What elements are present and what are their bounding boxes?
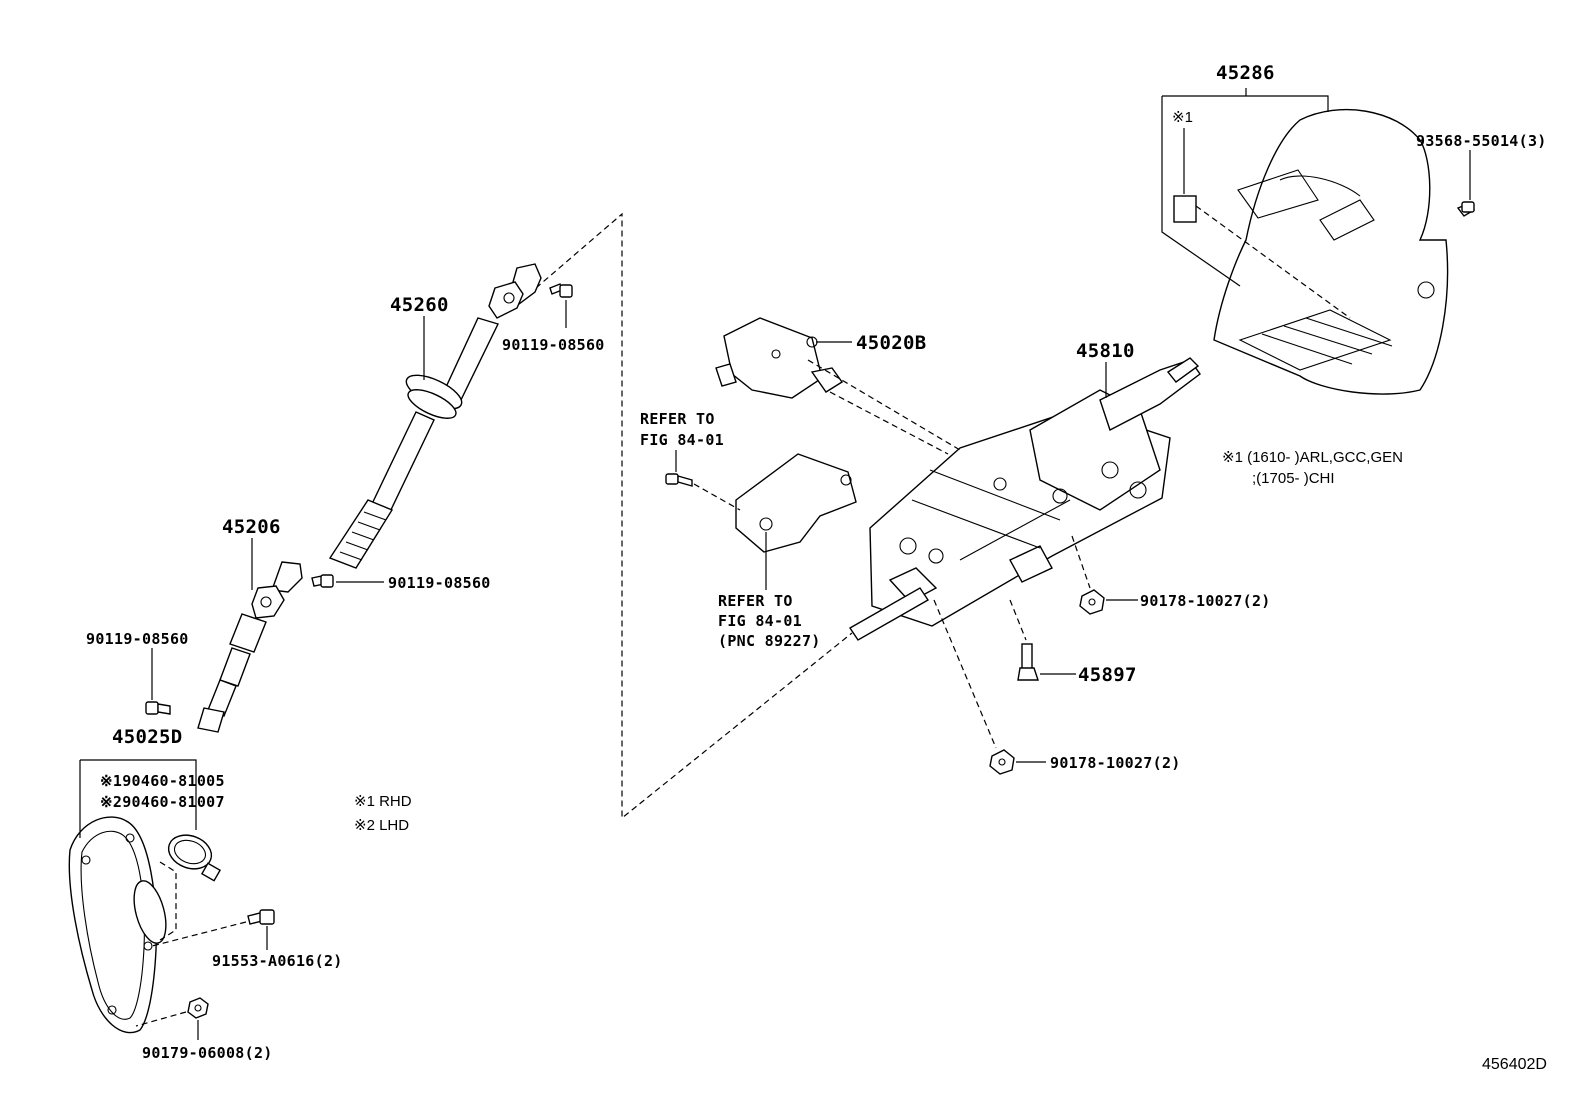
note-lhd: ※2 LHD <box>354 817 410 834</box>
note-rhd: ※1 RHD <box>354 793 412 810</box>
bolt-45897 <box>1017 643 1039 681</box>
lower-shaft-45206 <box>197 561 303 733</box>
part-number-45020b: 45020B <box>856 332 927 354</box>
part-number-45260: 45260 <box>390 294 449 316</box>
part-number-90460-81005: ※190460-81005 <box>100 772 225 790</box>
dust-cover-45025d <box>68 816 167 1034</box>
refer-fig-2-line3: (PNC 89227) <box>718 632 821 650</box>
part-number-45025d: 45025D <box>112 726 183 748</box>
bolt-90119-upper <box>549 283 573 298</box>
part-number-90178-lower: 90178-10027(2) <box>1050 754 1181 772</box>
screw-93568 <box>1456 201 1476 217</box>
refer-fig-1-line2: FIG 84-01 <box>640 431 724 449</box>
refer-fig-2-line1: REFER TO <box>718 592 793 610</box>
switch-45020b <box>715 317 844 399</box>
part-number-90119-middle: 90119-08560 <box>388 574 491 592</box>
nut-90178-lower <box>989 749 1015 775</box>
note-mark-1: ※1 <box>1172 109 1193 126</box>
label-plate <box>1173 195 1197 223</box>
intermediate-shaft-45260 <box>328 263 542 569</box>
part-number-90460-81007: ※290460-81007 <box>100 793 225 811</box>
clamp-ring <box>167 834 222 882</box>
nut-90178-upper <box>1079 589 1105 615</box>
part-number-93568: 93568-55014(3) <box>1416 132 1547 150</box>
shaft-dashed-frame <box>535 212 853 820</box>
part-number-45810: 45810 <box>1076 340 1135 362</box>
date-note-line2: ;(1705- )CHI <box>1252 470 1335 487</box>
bolt-90119-middle <box>311 574 334 588</box>
bracket-refer-fig <box>735 453 857 553</box>
refer-fig-2-line2: FIG 84-01 <box>718 612 802 630</box>
screw-refer-fig <box>665 473 693 487</box>
column-cover-45286 <box>1213 108 1449 395</box>
bolt-91553 <box>247 909 275 925</box>
date-note-line1: ※1 (1610- )ARL,GCC,GEN <box>1222 449 1403 466</box>
refer-fig-1-line1: REFER TO <box>640 410 715 428</box>
bolt-90119-left <box>145 701 171 715</box>
steering-column-45810 <box>849 357 1201 641</box>
part-number-90119-left: 90119-08560 <box>86 630 189 648</box>
part-number-45286: 45286 <box>1216 62 1275 84</box>
part-number-45206: 45206 <box>222 516 281 538</box>
part-number-45897: 45897 <box>1078 664 1137 686</box>
part-number-91553: 91553-A0616(2) <box>212 952 343 970</box>
part-number-90179: 90179-06008(2) <box>142 1044 273 1062</box>
part-number-90178-upper: 90178-10027(2) <box>1140 592 1271 610</box>
nut-90179 <box>187 997 209 1019</box>
part-number-90119-upper: 90119-08560 <box>502 336 605 354</box>
figure-code: 456402D <box>1482 1056 1547 1073</box>
